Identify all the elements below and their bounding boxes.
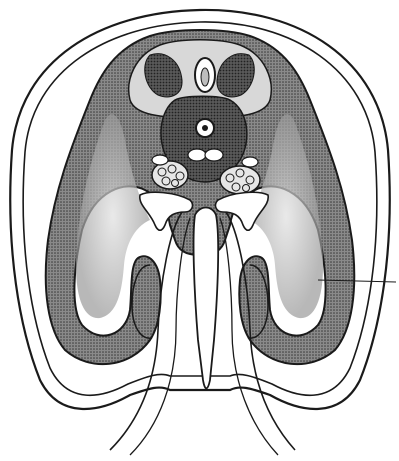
neural-canal-inner (201, 68, 209, 86)
aorta-right (205, 149, 223, 161)
left-duct (152, 155, 168, 165)
right-wolffian-cluster (220, 166, 260, 194)
notochord-center (202, 125, 208, 131)
right-duct (242, 157, 258, 167)
aorta-left (188, 149, 206, 161)
central-stalk (194, 208, 219, 389)
